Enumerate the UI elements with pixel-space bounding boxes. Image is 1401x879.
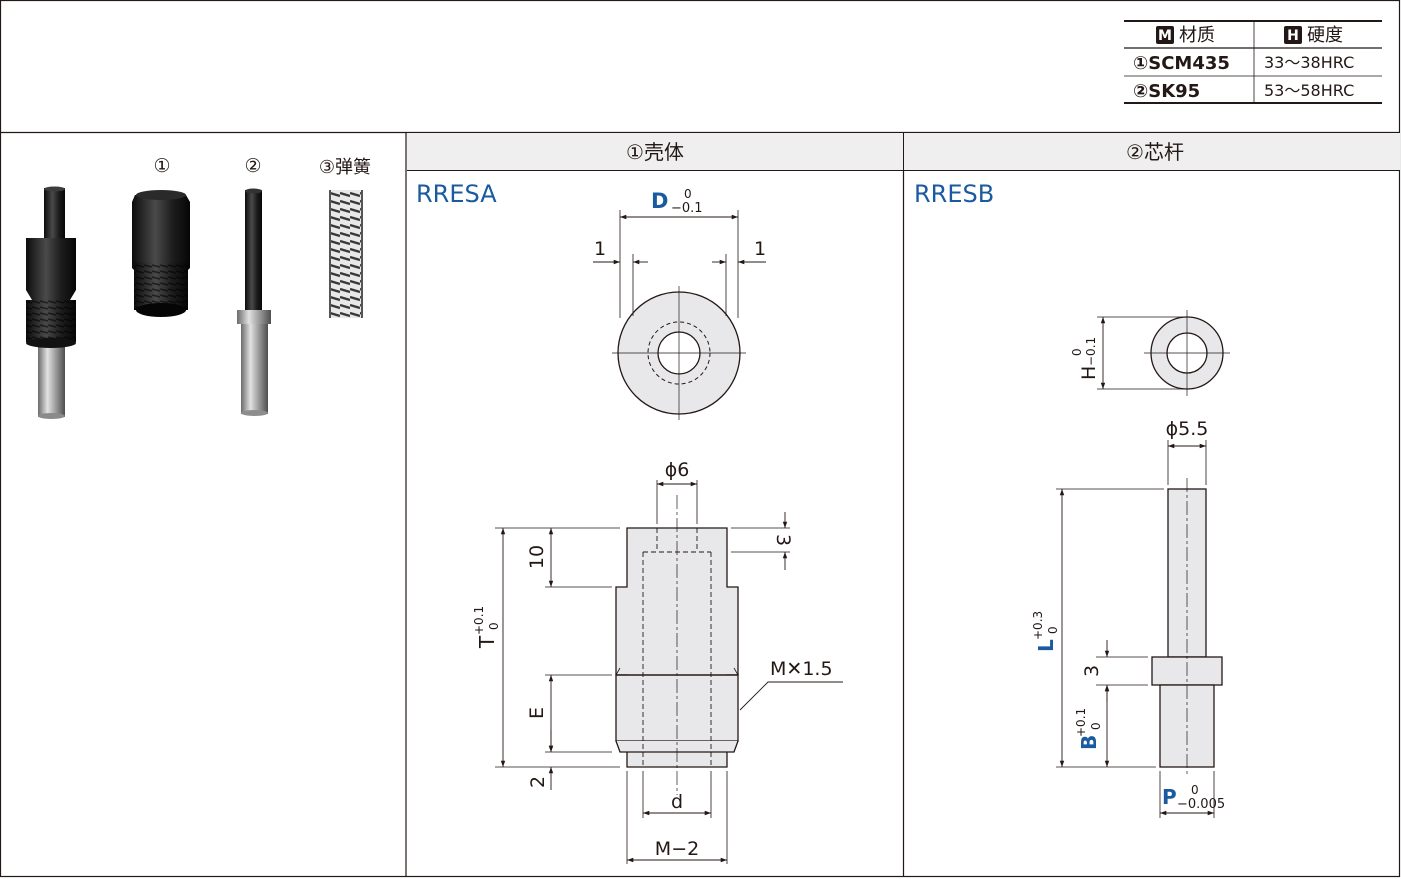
shell-dim-T-group: T +0.1 0 xyxy=(472,606,501,649)
shell-dim-phi6: ϕ6 xyxy=(665,459,690,481)
shell-dim-T: T xyxy=(475,635,499,649)
core-dim-phi55: ϕ5.5 xyxy=(1166,418,1209,440)
shell-model-code: RRESA xyxy=(416,180,497,208)
core-top-view xyxy=(1097,310,1230,396)
hardness-badge xyxy=(1284,26,1302,44)
shell-dim-T-upper: +0.1 xyxy=(472,606,486,635)
assembly-photo xyxy=(26,186,76,419)
core-dim-H-group: H 0 −0.1 xyxy=(1070,337,1100,380)
core-dim-L-upper: +0.3 xyxy=(1031,611,1045,640)
core-photo xyxy=(237,188,271,416)
shell-top-view xyxy=(593,210,766,420)
core-dim-L-group: L +0.3 0 xyxy=(1031,611,1060,652)
shell-dim-E: E xyxy=(526,707,548,719)
core-panel: ②芯杆 RRESB H 0 −0.1 xyxy=(904,133,1400,818)
shell-dim-10: 10 xyxy=(526,545,548,569)
core-dim-B-group: B +0.1 0 xyxy=(1074,708,1103,750)
shell-dim-D-lower: −0.1 xyxy=(671,201,703,216)
core-dim-P-lower: −0.005 xyxy=(1177,797,1225,812)
shell-panel: ①壳体 RRESA D 0 −0.1 1 1 xyxy=(407,133,1400,864)
spring-photo xyxy=(329,190,363,318)
hardness-row-2: 53～58HRC xyxy=(1264,81,1354,100)
material-row-1: ①SCM435 xyxy=(1133,53,1230,74)
shell-dim-d: d xyxy=(671,791,683,813)
core-dim-B-upper: +0.1 xyxy=(1074,708,1088,737)
photo-label-2: ② xyxy=(244,155,261,177)
hardness-header: 硬度 xyxy=(1307,25,1343,46)
material-row-2: ②SK95 xyxy=(1133,81,1200,102)
photo-label-3: ③弹簧 xyxy=(319,157,371,178)
core-dim-H: H xyxy=(1078,366,1100,380)
shell-side-view xyxy=(495,480,843,864)
core-model-code: RRESB xyxy=(914,180,994,208)
core-dim-3: 3 xyxy=(1081,665,1103,677)
shell-dim-1-left: 1 xyxy=(594,238,606,260)
core-side-view xyxy=(1056,440,1223,818)
shell-photo xyxy=(132,190,190,317)
core-dim-L: L xyxy=(1034,639,1058,652)
core-dim-H-lower: −0.1 xyxy=(1084,337,1098,366)
shell-dim-M2: M−2 xyxy=(655,838,699,860)
shell-dim-T-lower: 0 xyxy=(487,622,501,630)
shell-dim-D: D xyxy=(651,189,668,213)
shell-dim-D-upper: 0 xyxy=(684,187,692,201)
material-badge-letter: M xyxy=(1158,28,1172,44)
core-dim-L-lower: 0 xyxy=(1046,626,1060,634)
core-panel-header: ②芯杆 xyxy=(1126,140,1184,164)
shell-dim-3: 3 xyxy=(772,534,794,546)
shell-dim-MX: M✕1.5 xyxy=(770,658,833,680)
shell-dim-1-right: 1 xyxy=(754,238,766,260)
material-badge xyxy=(1156,26,1174,44)
shell-panel-header: ①壳体 xyxy=(626,140,684,164)
core-dim-P: P xyxy=(1162,785,1177,809)
core-dim-P-upper: 0 xyxy=(1191,783,1199,797)
photo-panel: ① ② ③弹簧 xyxy=(26,155,371,419)
material-header: 材质 xyxy=(1179,25,1215,46)
core-dim-B: B xyxy=(1077,735,1101,750)
spec-table: M 材质 H 硬度 ①SCM435 33～38HRC ②SK95 53～58HR… xyxy=(1124,20,1382,104)
core-dim-H-upper: 0 xyxy=(1070,348,1084,356)
hardness-row-1: 33～38HRC xyxy=(1264,53,1354,72)
core-dim-B-lower: 0 xyxy=(1089,722,1103,730)
hardness-badge-letter: H xyxy=(1287,28,1299,44)
photo-label-1: ① xyxy=(153,155,170,177)
shell-dim-2: 2 xyxy=(527,776,549,788)
